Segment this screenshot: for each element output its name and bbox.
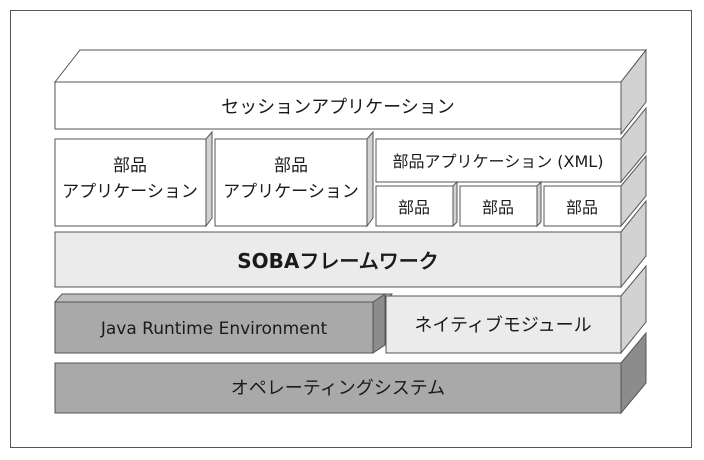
component-app-1-front-face [54, 138, 207, 227]
jre-front-face [54, 301, 374, 354]
soba-framework-label: SOBAフレームワーク [237, 249, 439, 273]
component-app-xml-front-face [375, 138, 622, 183]
component-app-2-front-face [214, 138, 368, 227]
operating-system-block: オペレーティングシステム [54, 331, 647, 415]
component-application-block-2: 部品 アプリケーション [214, 130, 374, 228]
jre-label: Java Runtime Environment [100, 319, 328, 339]
component-app-1-label-line2: アプリケーション [62, 182, 198, 202]
component-app-2-label-line2: アプリケーション [223, 182, 359, 202]
component-block-1-label: 部品 [398, 198, 430, 217]
soba-framework-block: SOBAフレームワーク [54, 199, 647, 289]
session-application-label: セッションアプリケーション [221, 97, 455, 118]
native-module-label: ネイティブモジュール [414, 314, 591, 336]
session-application-front-face [54, 81, 622, 130]
component-app-1-side-face [205, 130, 213, 228]
operating-system-front-face [54, 362, 622, 414]
component-block-1-front-face [375, 185, 454, 227]
component-application-block-1: 部品 アプリケーション [54, 130, 213, 228]
component-block-3-label: 部品 [566, 198, 598, 217]
component-blocks-row: 部品 部品 部品 [375, 154, 647, 228]
component-app-2-side-face [366, 130, 374, 228]
component-block-2-label: 部品 [482, 198, 514, 217]
session-application-top-face [53, 49, 648, 83]
jre-top-face [53, 293, 394, 303]
native-module-block: ネイティブモジュール [385, 264, 647, 355]
component-block-2-front-face [459, 185, 538, 227]
component-app-2-label-line1: 部品 [274, 156, 308, 176]
component-block-3-front-face [543, 185, 622, 227]
component-app-1-label-line1: 部品 [113, 156, 147, 176]
soba-framework-front-face [54, 231, 622, 288]
operating-system-label: オペレーティングシステム [231, 378, 445, 399]
native-module-front-face [385, 295, 622, 354]
component-block-1-side-face [452, 180, 458, 228]
session-application-block: セッションアプリケーション [53, 48, 648, 136]
jre-side-face [372, 293, 386, 354]
component-app-xml-label: 部品アプリケーション (XML) [393, 152, 604, 171]
jre-block: Java Runtime Environment [53, 293, 394, 354]
component-application-xml-block: 部品アプリケーション (XML) [375, 106, 647, 184]
component-block-2-side-face [536, 180, 542, 228]
